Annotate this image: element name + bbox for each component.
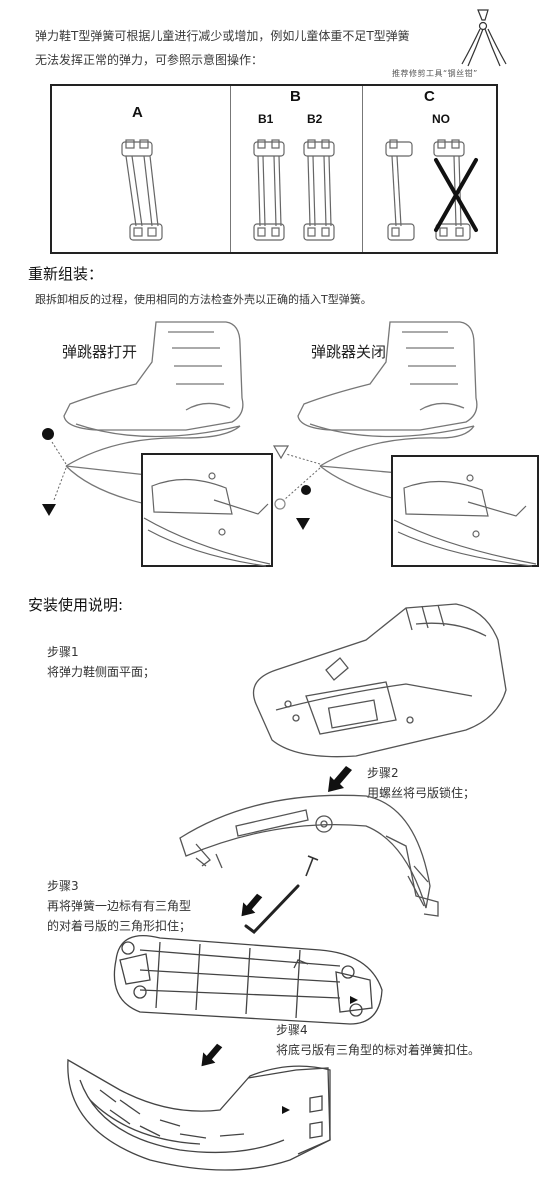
step-3-title: 步骤3 (47, 879, 79, 893)
triangle-mark-icon (282, 1106, 290, 1114)
column-b1-header: B1 (258, 112, 274, 126)
step-2-label: 步骤2 用螺丝将弓版锁住； (367, 763, 475, 803)
hex-key-icon (244, 884, 300, 934)
step-2-title: 步骤2 (367, 766, 399, 780)
column-c-header: C (424, 88, 435, 105)
closed-marker-open-dot-icon (274, 498, 286, 510)
intro-paragraph: 弹力鞋T型弹簧可根据儿童进行减少或增加，例如儿童体重不足T型弹簧 无法发挥正常的… (35, 24, 435, 72)
step-2-text: 用螺丝将弓版锁住； (367, 786, 476, 800)
column-a-header: A (132, 104, 143, 121)
open-marker-triangle-icon (42, 504, 56, 516)
step-3-label: 步骤3 再将弹簧一边标有有三角型 的对着弓版的三角形扣住； (47, 876, 191, 936)
step-1-label: 步骤1 将弹力鞋侧面平面； (47, 642, 155, 682)
spring-a-drawing (121, 139, 163, 241)
closed-state-label: 弹跳器关闭 (311, 343, 387, 361)
plier-icon (461, 9, 507, 67)
reassemble-title: 重新组装： (28, 265, 104, 283)
closed-detail-inset (391, 455, 539, 567)
column-b2-header: B2 (307, 112, 323, 126)
step-1-shoe-illustration (252, 603, 507, 758)
closed-marker-dot-icon (301, 485, 311, 495)
spring-b2-drawing (303, 139, 335, 241)
step-2-plate-illustration (179, 794, 439, 934)
column-no-header: NO (432, 112, 450, 126)
triangle-mark-icon (350, 996, 358, 1004)
tool-caption: 推荐修剪工具“钢丝钳” (392, 69, 478, 78)
install-title: 安装使用说明: (28, 596, 124, 614)
table-divider (362, 86, 363, 252)
step-3-spring-illustration (113, 934, 383, 1025)
reassemble-description: 跟拆卸相反的过程，使用相同的方法检查外壳以正确的插入T型弹簧。 (35, 293, 372, 306)
arrow-down-icon (201, 1043, 223, 1067)
step-1-text: 将弹力鞋侧面平面； (47, 665, 156, 679)
spring-c-drawing (385, 139, 415, 241)
arrow-down-icon (241, 893, 263, 917)
arrow-down-icon (328, 766, 352, 792)
column-b-header: B (290, 88, 301, 105)
step-3-line-1: 再将弹簧一边标有有三角型 (47, 899, 192, 913)
closed-marker-open-triangle-icon (272, 445, 290, 460)
spring-trim-table: A B B1 B2 C NO (50, 84, 498, 254)
closed-marker-triangle-icon (296, 518, 310, 530)
spring-no-drawing (433, 139, 478, 241)
step-3-line-2: 的对着弓版的三角形扣住； (47, 919, 192, 933)
open-state-label: 弹跳器打开 (62, 343, 138, 361)
cross-icon (434, 158, 478, 232)
intro-line-2: 无法发挥正常的弹力，可参照示意图操作： (35, 53, 264, 67)
step-4-bottom-plate-illustration (67, 1058, 331, 1171)
open-detail-inset (141, 453, 273, 567)
shoe-closed-illustration (272, 321, 539, 567)
table-divider (230, 86, 231, 252)
spring-b1-drawing (253, 139, 285, 241)
step-4-title: 步骤4 (276, 1023, 308, 1037)
intro-line-1: 弹力鞋T型弹簧可根据儿童进行减少或增加，例如儿童体重不足T型弹簧 (35, 29, 410, 43)
step-4-label: 步骤4 将底弓版有三角型的标对着弹簧扣住。 (276, 1020, 480, 1060)
open-marker-dot-icon (42, 428, 54, 440)
shoe-open-illustration (42, 321, 273, 567)
step-1-title: 步骤1 (47, 645, 79, 659)
step-4-text: 将底弓版有三角型的标对着弹簧扣住。 (276, 1043, 481, 1057)
screw-icon (305, 855, 319, 877)
